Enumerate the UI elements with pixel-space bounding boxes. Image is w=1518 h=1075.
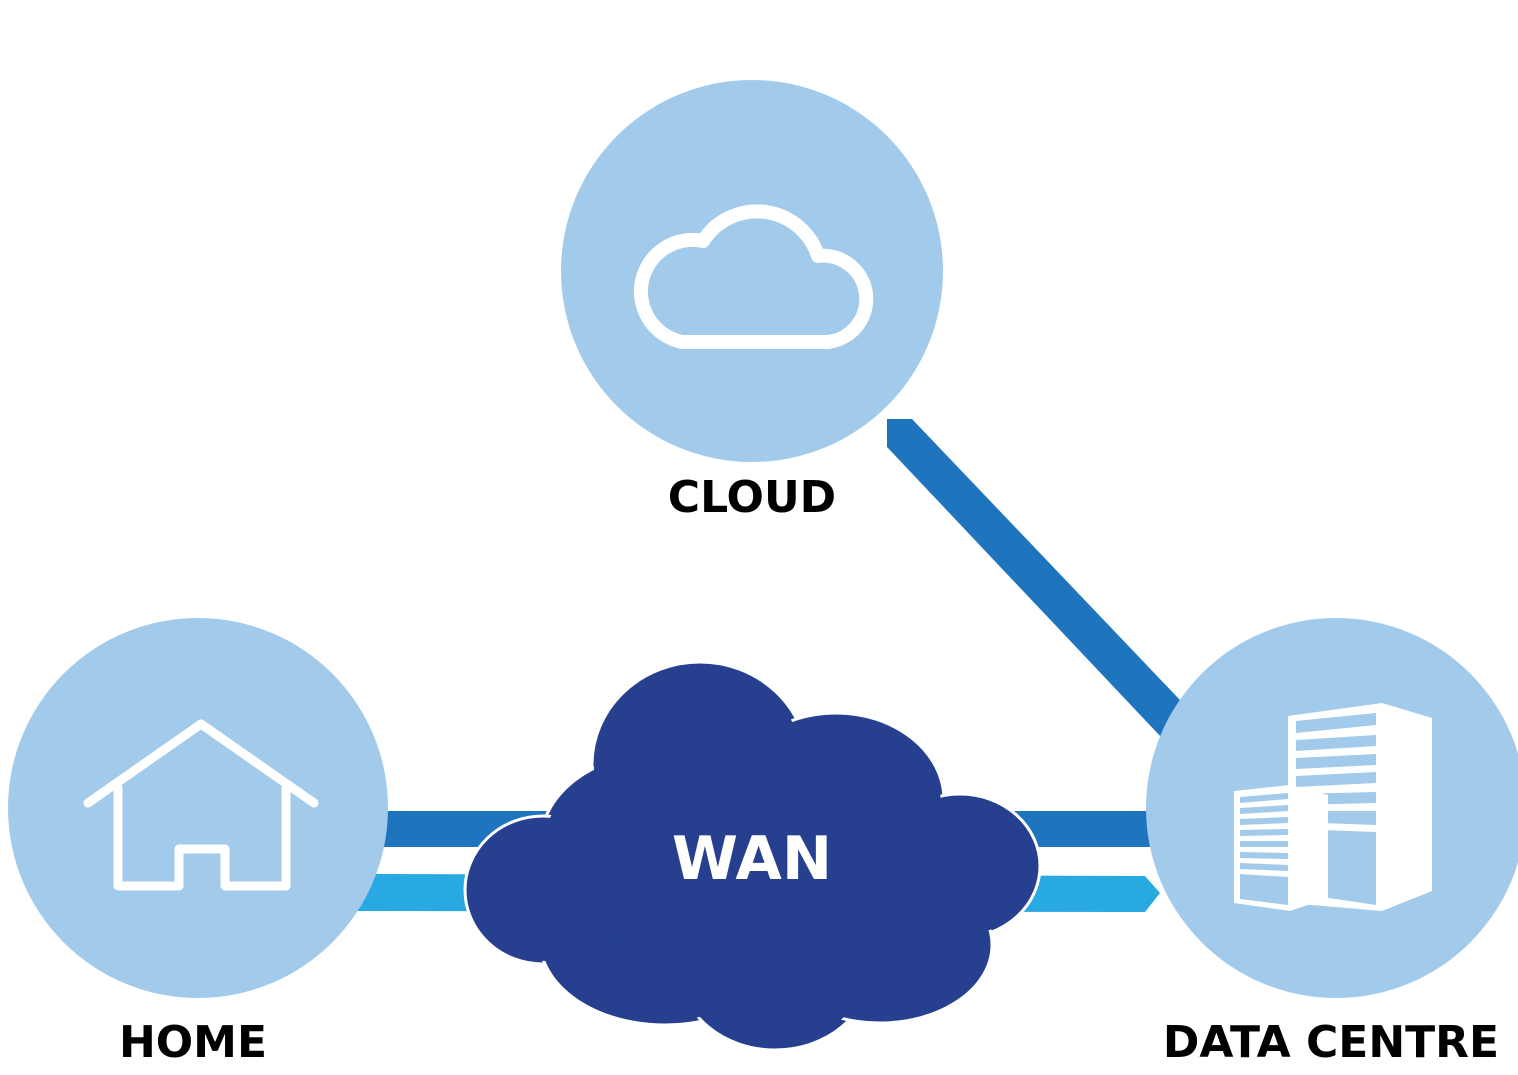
home-node-circle <box>8 618 388 998</box>
wan-cloud: WAN <box>463 660 1042 1052</box>
data-centre-node-label: DATA CENTRE <box>1163 1017 1499 1068</box>
wan-label: WAN <box>672 824 832 894</box>
home-node: HOME <box>8 618 388 1068</box>
house-icon <box>83 719 319 891</box>
link-cloud-datacentre <box>887 419 1180 738</box>
building-icon <box>1234 703 1432 911</box>
cloud-icon <box>633 204 874 349</box>
home-node-label: HOME <box>119 1017 267 1068</box>
cloud-node-circle <box>561 80 943 462</box>
cloud-node-label: CLOUD <box>668 472 836 523</box>
cloud-node: CLOUD <box>561 80 943 523</box>
data-centre-node: DATA CENTRE <box>1146 618 1518 1068</box>
